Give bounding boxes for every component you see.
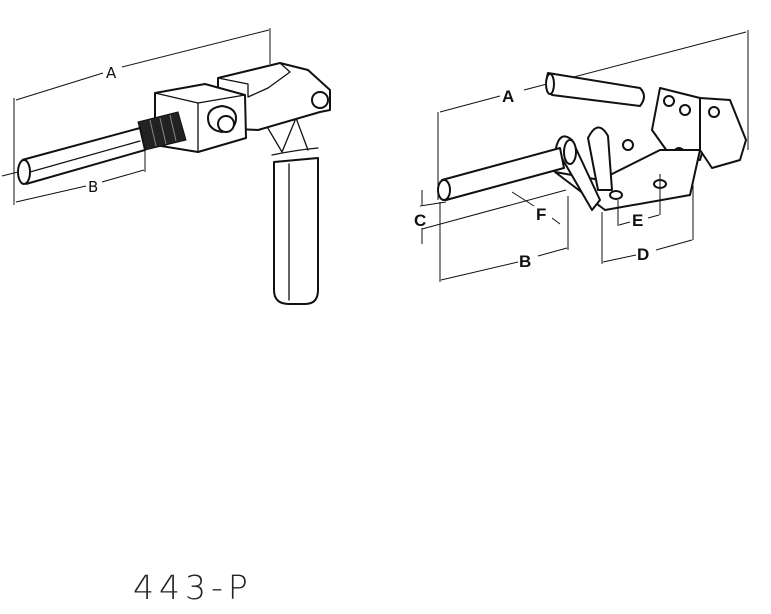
dim-label-d: D [637, 245, 649, 264]
left-clamp-view: A B [1, 28, 331, 305]
right-clamp-view: A C F [414, 30, 749, 282]
dim-label-b: B [519, 252, 531, 271]
dim-label-b: B [88, 178, 98, 196]
dim-label-c: C [414, 211, 426, 230]
model-number: 443-P [133, 568, 253, 607]
dim-label-f: F [536, 205, 546, 224]
dim-label-a: A [106, 64, 117, 82]
dim-label-a: A [502, 87, 514, 106]
dim-label-e: E [632, 211, 643, 230]
